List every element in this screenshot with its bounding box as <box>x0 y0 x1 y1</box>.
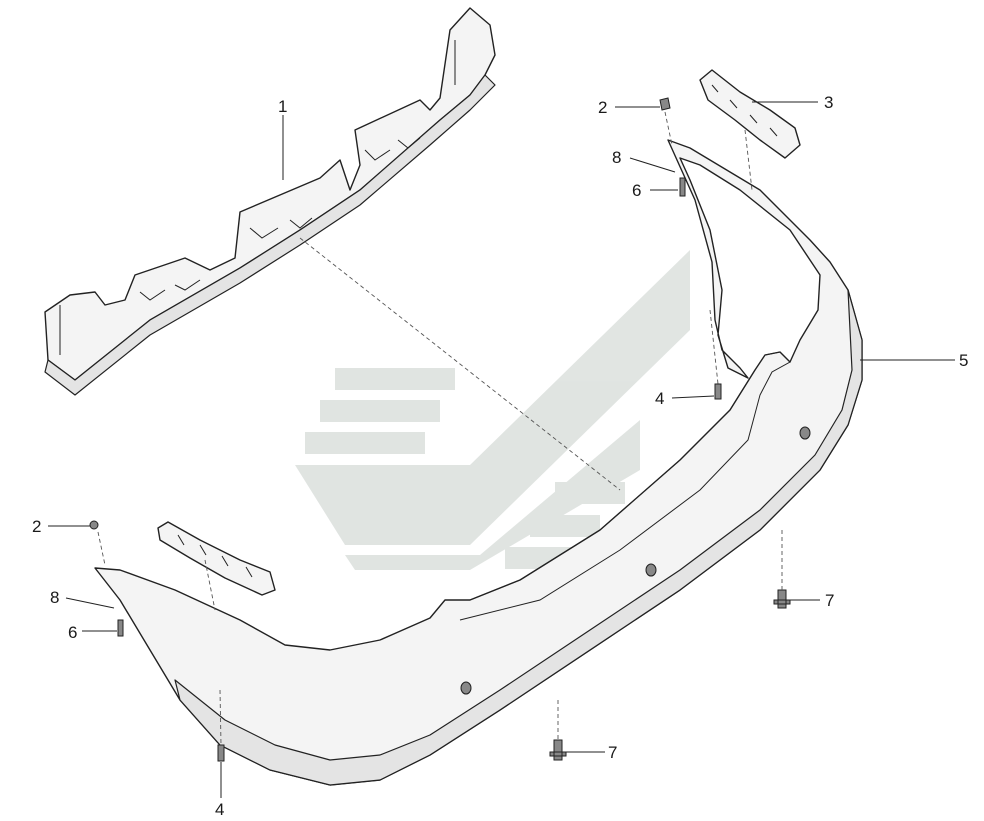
lower-bracket-part <box>157 521 276 596</box>
bolt-7-right <box>773 589 791 609</box>
hardware-fasteners <box>89 97 791 762</box>
callout-8-lower: 8 <box>50 588 59 607</box>
callout-2-lower: 2 <box>32 517 41 536</box>
callout-5: 5 <box>959 351 968 370</box>
alignment-lines <box>97 111 783 746</box>
leader-lines <box>48 101 955 798</box>
callout-2-upper: 2 <box>598 98 607 117</box>
bumper-cover-part <box>94 139 863 786</box>
sensor-hole <box>460 681 472 695</box>
energy-absorber-part <box>44 7 496 396</box>
callout-labels: 1 2 2 3 4 4 5 6 6 7 7 8 8 <box>32 93 968 819</box>
clip-2-lower <box>89 520 99 530</box>
clip-2-upper <box>659 97 671 111</box>
screw-6-lower <box>117 619 124 637</box>
callout-1: 1 <box>278 97 287 116</box>
bolt-7-bottom <box>549 739 567 761</box>
callout-6-lower: 6 <box>68 623 77 642</box>
screw-4-upper <box>714 383 722 400</box>
upper-bracket-part <box>699 69 801 159</box>
sensor-hole <box>799 426 811 440</box>
callout-6-upper: 6 <box>632 181 641 200</box>
screw-4-lower <box>217 744 225 762</box>
manufacturer-logo-watermark <box>295 250 690 570</box>
sensor-hole <box>645 563 657 577</box>
callout-4-upper: 4 <box>655 389 664 408</box>
callout-7-right: 7 <box>825 591 834 610</box>
callout-3: 3 <box>824 93 833 112</box>
callout-7-bottom: 7 <box>608 743 617 762</box>
callout-4-lower: 4 <box>215 800 224 819</box>
callout-8-upper: 8 <box>612 148 621 167</box>
screw-6-upper <box>679 177 686 197</box>
